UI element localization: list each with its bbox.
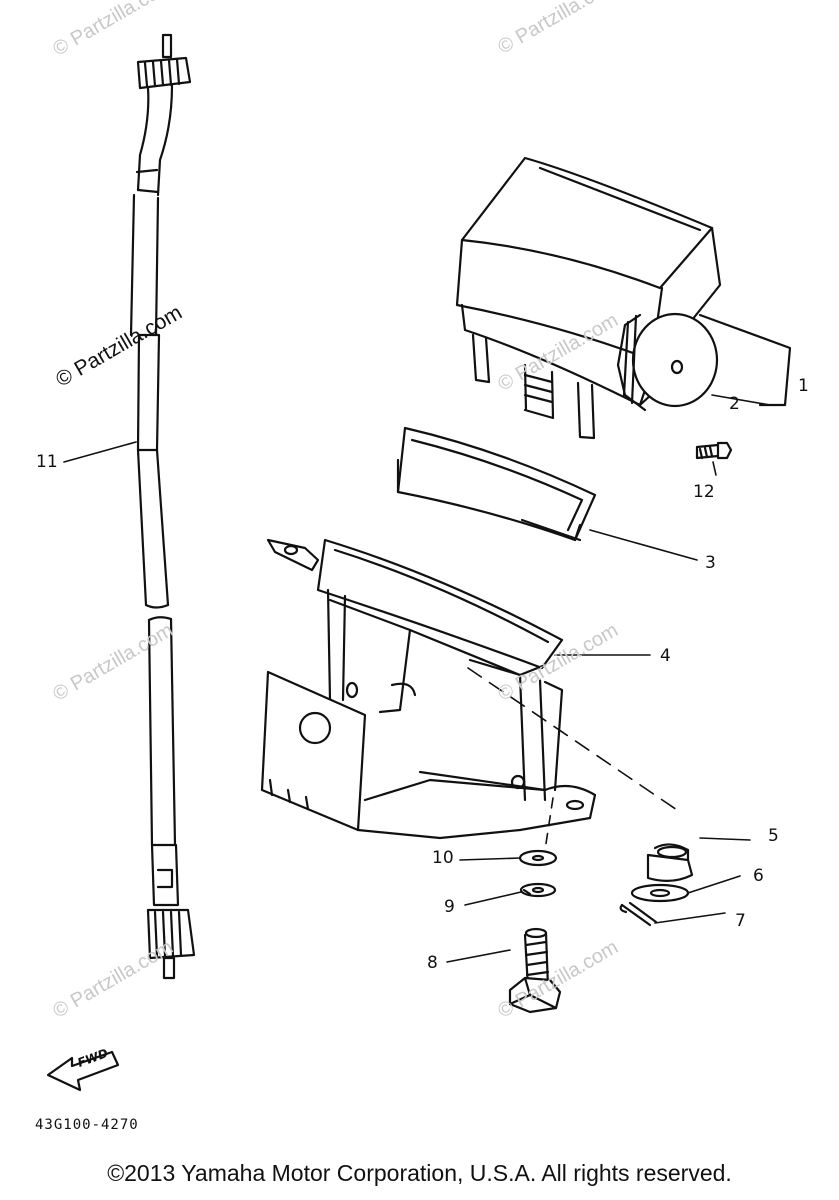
lock-washer-9 — [519, 882, 557, 898]
clip-7 — [619, 901, 658, 927]
washer-10 — [518, 849, 558, 867]
meter-assembly — [455, 156, 792, 440]
washer-6 — [630, 883, 690, 903]
meter-bracket — [260, 538, 597, 840]
grommet-5 — [646, 843, 694, 882]
callout-6: 6 — [753, 866, 764, 886]
leader-lines — [63, 394, 771, 963]
meter-case — [396, 426, 597, 542]
callout-9: 9 — [444, 897, 455, 917]
copyright-notice: ©2013 Yamaha Motor Corporation, U.S.A. A… — [107, 1160, 732, 1186]
callout-11: 11 — [36, 452, 58, 472]
screw-12 — [695, 441, 733, 460]
callout-12: 12 — [693, 482, 715, 502]
bolt-8 — [508, 927, 562, 1014]
callout-2: 2 — [729, 394, 740, 414]
callout-8: 8 — [427, 953, 438, 973]
callout-3: 3 — [705, 553, 716, 573]
fwd-arrow-icon — [46, 1050, 120, 1092]
callout-5: 5 — [768, 826, 779, 846]
diagram-code: 43G100-4270 — [35, 1117, 139, 1133]
speedometer-cable — [129, 33, 196, 980]
callout-4: 4 — [660, 646, 671, 666]
callout-10: 10 — [432, 848, 454, 868]
callout-7: 7 — [735, 911, 746, 931]
callout-1: 1 — [798, 376, 809, 396]
